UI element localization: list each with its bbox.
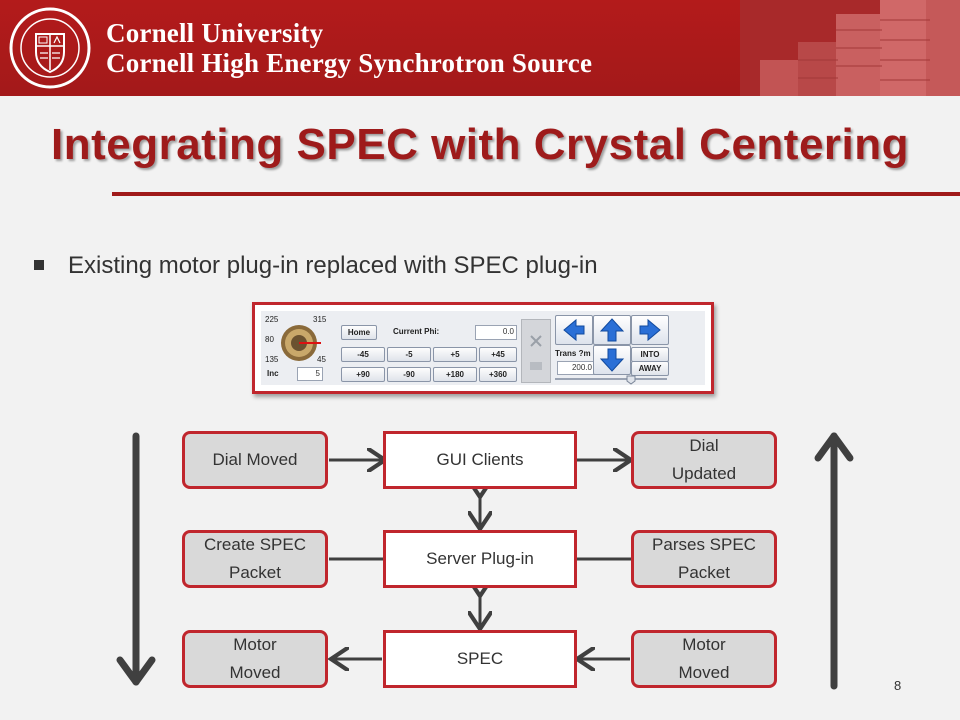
box-label: Motor Moved	[678, 635, 730, 682]
close-icon	[530, 335, 542, 370]
phi-step-button[interactable]: +360	[479, 367, 517, 382]
phi-step-button[interactable]: -90	[387, 367, 431, 382]
current-phi-field: 0.0	[475, 325, 517, 340]
dial-tick-label: 80	[265, 335, 274, 344]
phi-step-button[interactable]: +90	[341, 367, 385, 382]
arrow-down-button[interactable]	[593, 345, 631, 375]
bullet-item: Existing motor plug-in replaced with SPE…	[34, 252, 598, 280]
home-button[interactable]: Home	[341, 325, 377, 340]
box-label: Create SPEC Packet	[203, 535, 307, 582]
box-label: Dial Updated	[671, 436, 737, 483]
box-label: Parses SPEC Packet	[652, 535, 756, 582]
phi-step-button[interactable]: -5	[387, 347, 431, 362]
phi-step-button[interactable]: -45	[341, 347, 385, 362]
box-gui-clients: GUI Clients	[383, 431, 577, 489]
box-dial-updated: Dial Updated	[631, 431, 777, 489]
phi-step-button[interactable]: +5	[433, 347, 477, 362]
arrow-left-icon	[563, 318, 585, 342]
inc-label: Inc	[267, 369, 279, 378]
box-label: SPEC	[456, 649, 504, 668]
cornell-seal-logo	[9, 7, 91, 89]
disabled-control-block	[521, 319, 551, 383]
tower-graphic	[740, 0, 960, 96]
header-banner: Cornell University Cornell High Energy S…	[0, 0, 960, 96]
box-label: GUI Clients	[436, 450, 524, 469]
inc-stepper[interactable]: 5	[297, 367, 323, 381]
current-phi-label: Current Phi:	[393, 327, 440, 336]
bullet-square-icon	[34, 260, 44, 270]
trans-label: Trans ?m	[555, 349, 591, 358]
away-button[interactable]: AWAY	[631, 361, 669, 376]
arrow-right-icon	[639, 318, 661, 342]
title-underline	[112, 192, 960, 196]
arrow-down-icon	[599, 348, 625, 372]
arrow-right-button[interactable]	[631, 315, 669, 345]
dial-tick-label: 135	[265, 355, 279, 364]
slide-title: Integrating SPEC with Crystal Centering	[50, 120, 910, 169]
bullet-text: Existing motor plug-in replaced with SPE…	[68, 252, 598, 279]
box-label: Dial Moved	[212, 450, 298, 469]
box-motor-moved-right: Motor Moved	[631, 630, 777, 688]
phi-dial-knob[interactable]	[265, 317, 331, 365]
box-label: Motor Moved	[229, 635, 281, 682]
down-flow-arrow	[116, 432, 156, 686]
university-name: Cornell University	[106, 18, 324, 48]
trans-slider[interactable]	[553, 375, 671, 385]
box-label: Server Plug-in	[426, 549, 534, 568]
dial-tick-label: 225	[265, 315, 279, 324]
phi-step-button[interactable]: +180	[433, 367, 477, 382]
up-flow-arrow	[814, 432, 854, 690]
phi-step-button[interactable]: +45	[479, 347, 517, 362]
box-server-plugin: Server Plug-in	[383, 530, 577, 588]
box-create-spec-packet: Create SPEC Packet	[182, 530, 328, 588]
dial-tick-label: 45	[317, 355, 326, 364]
institute-name: Cornell High Energy Synchrotron Source	[106, 48, 593, 78]
motor-plugin-panel: 225 315 80 135 45 Inc 5 Home Current Phi…	[261, 311, 705, 385]
arrow-left-button[interactable]	[555, 315, 593, 345]
box-spec: SPEC	[383, 630, 577, 688]
page-number: 8	[894, 678, 902, 693]
dial-tick-label: 315	[313, 315, 327, 324]
box-motor-moved-left: Motor Moved	[182, 630, 328, 688]
motor-plugin-screenshot: 225 315 80 135 45 Inc 5 Home Current Phi…	[252, 302, 714, 394]
arrow-up-icon	[599, 318, 625, 342]
box-dial-moved: Dial Moved	[182, 431, 328, 489]
header-titles: Cornell University Cornell High Energy S…	[106, 18, 592, 78]
box-parses-spec-packet: Parses SPEC Packet	[631, 530, 777, 588]
arrow-up-button[interactable]	[593, 315, 631, 345]
